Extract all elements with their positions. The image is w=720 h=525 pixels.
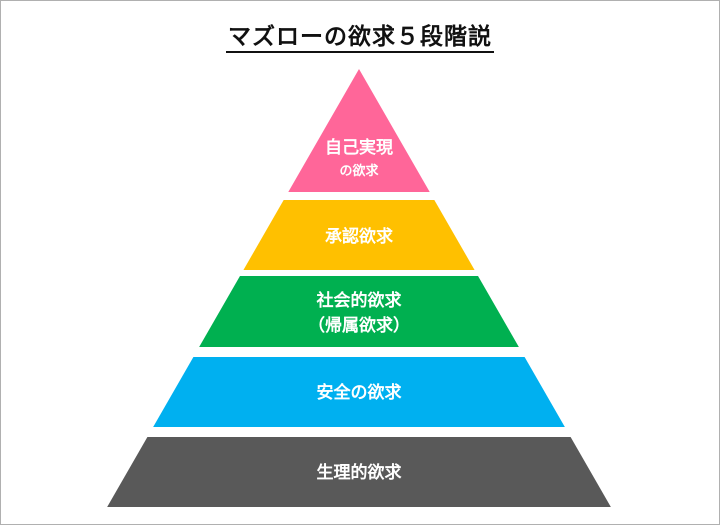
title: マズローの欲求５段階説 [1,17,719,53]
level-self-actualization [288,69,430,192]
level-1-line-1: 自己実現 [325,137,393,158]
level-2-line-1: 承認欲求 [325,226,393,247]
level-social [199,276,519,347]
level-1-line-2: の欲求 [339,163,379,179]
level-esteem [243,200,475,270]
level-3-line-2: （帰属欲求） [308,315,410,336]
title-text: マズローの欲求５段階説 [226,24,494,53]
level-safety [153,357,565,427]
level-3-line-1: 社会的欲求 [316,290,402,311]
level-4-line-1: 安全の欲求 [317,382,402,403]
level-5-line-1: 生理的欲求 [317,462,402,483]
level-physiological [107,437,611,507]
